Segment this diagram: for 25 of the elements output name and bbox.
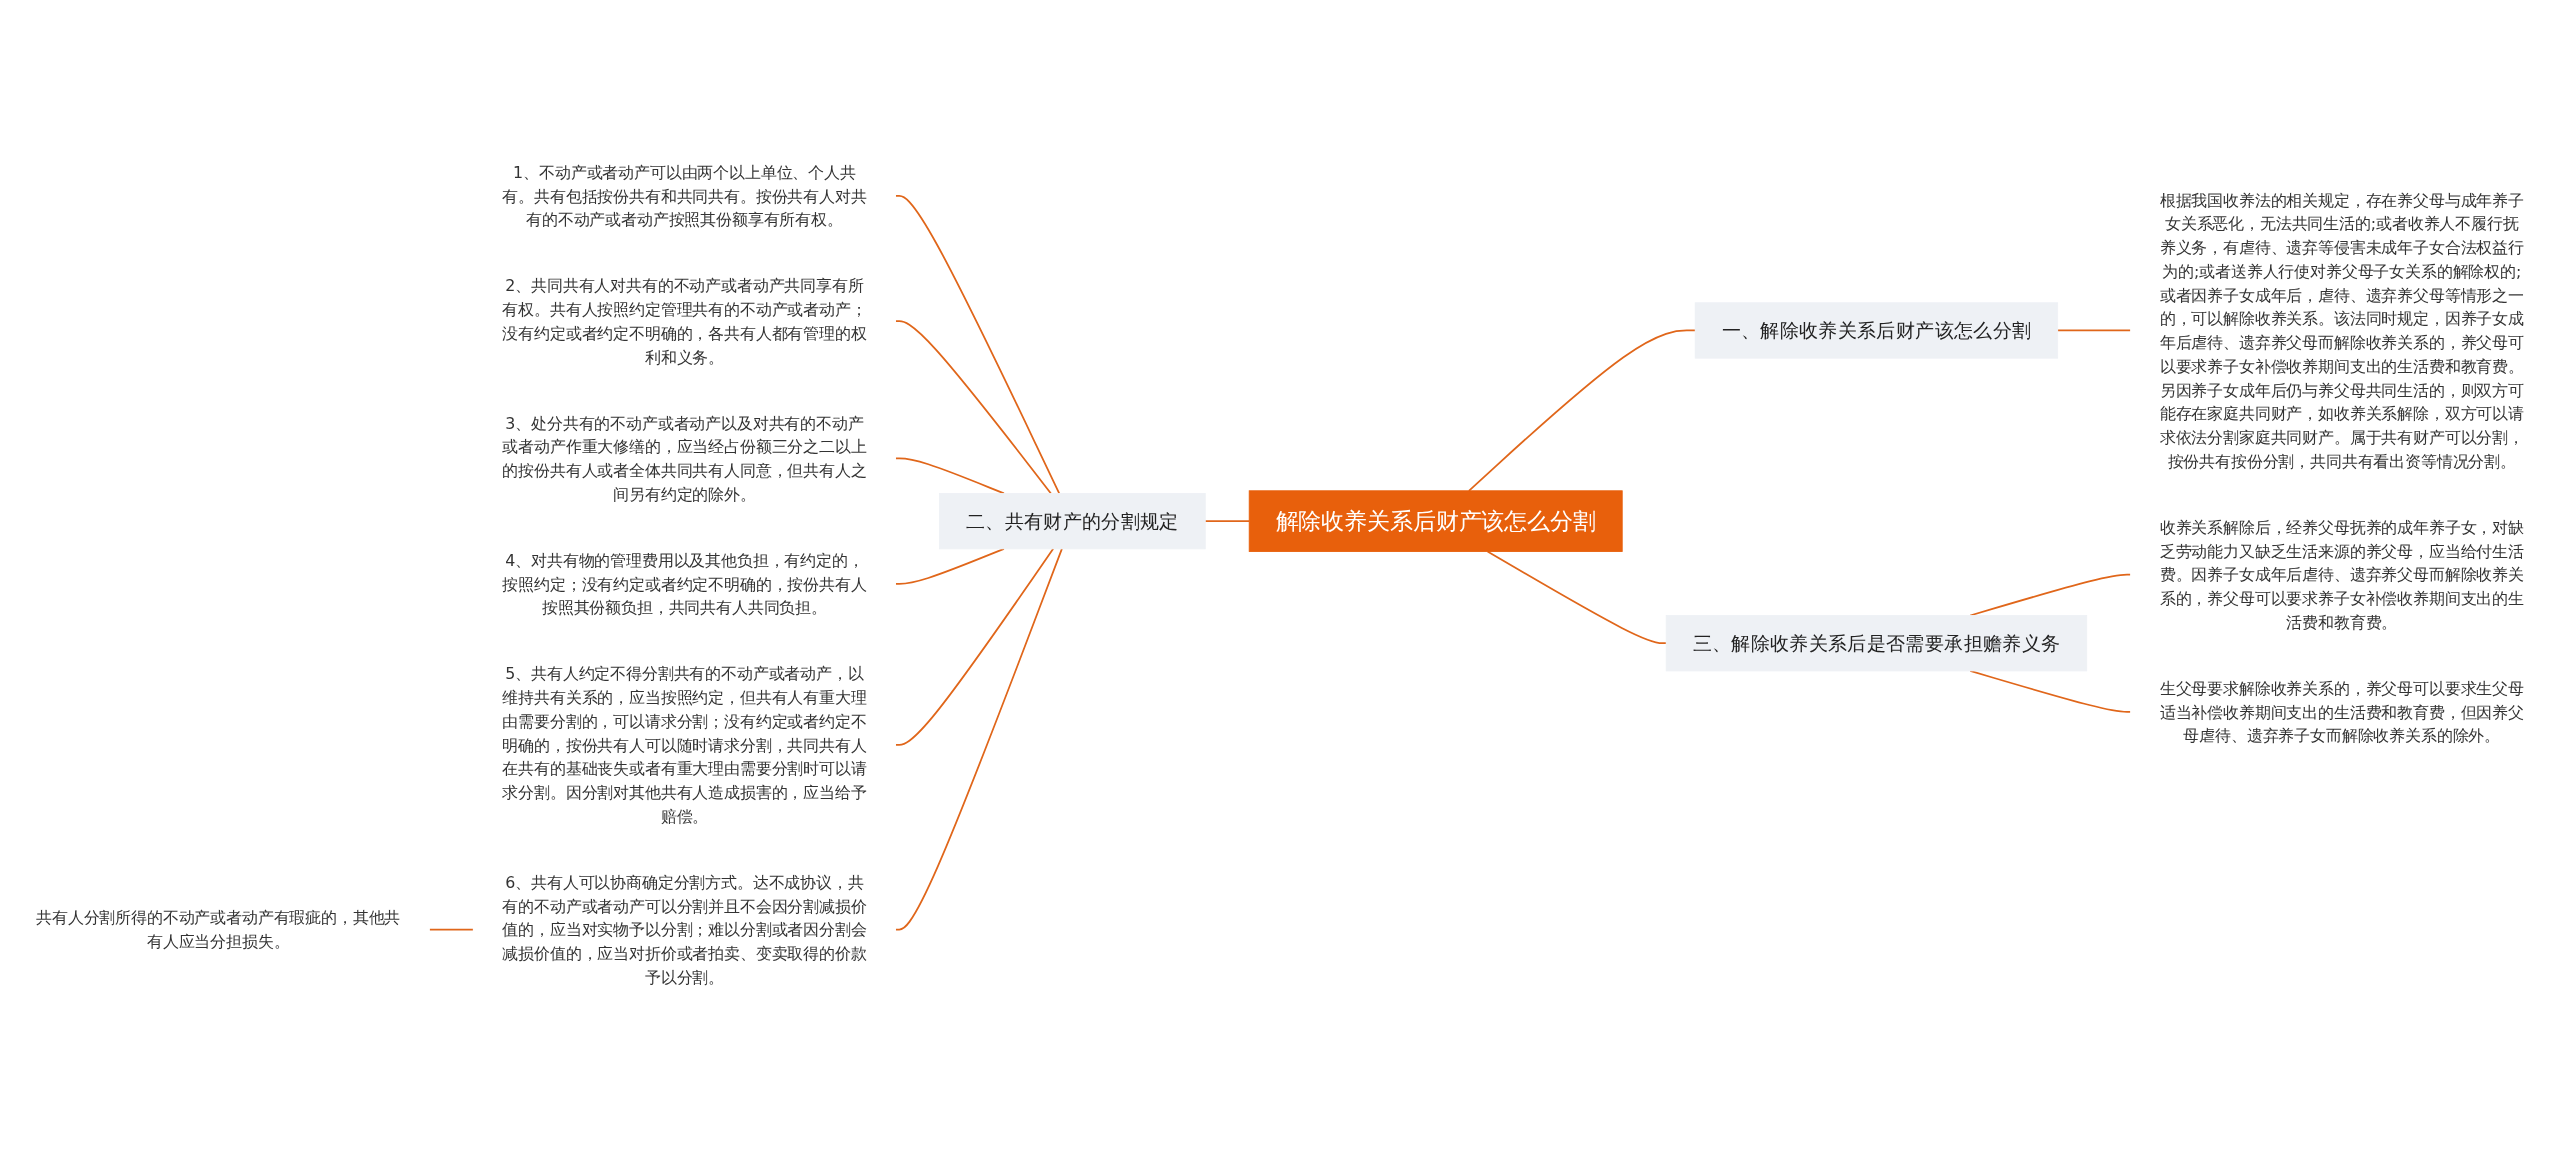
connector (428, 929, 475, 931)
node-text: 生父母要求解除收养关系的，养父母可以要求生父母适当补偿收养期间支出的生活费和教育费，但因养父母虐待、遗弃养子女而解除收养关系的除外。 (2159, 679, 2524, 746)
connector (2056, 330, 2132, 332)
connector (894, 320, 1052, 495)
node-text: 2、共同共有人对共有的不动产或者动产共同享有所有权。共有人按照约定管理共有的不动产或者动产；没有约定或者约定不明确的，各共有人都有管理的权利和义务。 (502, 276, 867, 367)
connector (1486, 551, 1668, 645)
node-text: 1、不动产或者动产可以由两个以上单位、个人共有。共有包括按份共有和共同共有。按份共有人对共有的不动产或者动产按照其份额享有所有权。 (502, 163, 867, 230)
node-text: 3、处分共有的不动产或者动产以及对共有的不动产或者动产作重大修缮的，应当经占份额三分之二以上的按份共有人或者全体共同共有人同意，但共有人之间另有约定的除外。 (502, 414, 867, 504)
node-text: 根据我国收养法的相关规定，存在养父母与成年养子女关系恶化，无法共同生活的;或者收养人不履行抚养义务，有虐待、遗弃等侵害未成年子女合法权益行为的;或者送养人行使对养父母子女关系的解除权的;或者因养子女成年后，虐待、遗弃养父母等情形之一的，可以解除收养关系。该法同时规定，因养子女成年后虐待、遗弃养父母而解除收养关系的，养父母可以要求养子女补偿收养期间支出的生活费和教育费。另因养子女成年后仍与养父母共同生活的，则双方可能存在家庭共同财产，如收养关系解除，双方可以请求依法分割家庭共同财产。属于共有财产可以分割，按份共有按份分割，共同共有看出资等情况分割。 (2159, 191, 2524, 471)
node-box: 三、解除收养关系后是否需要承担赡养义务 (1665, 615, 2088, 672)
node-text: 4、对共有物的管理费用以及其他负担，有约定的，按照约定；没有约定或者约定不明确的，按份共有人按照其份额负担，共同共有人共同负担。 (502, 551, 867, 618)
node-box: 一、解除收养关系后财产该怎么分割 (1694, 302, 2059, 360)
connector (894, 548, 1055, 747)
connector (894, 195, 1061, 495)
node-text: 收养关系解除后，经养父母抚养的成年养子女，对缺乏劳动能力又缺乏生活来源的养父母，应当给付生活费。因养子女成年后虐待、遗弃养父母而解除收养关系的，养父母可以要求养子女补偿收养期间支出的生活费和教育费。 (2159, 518, 2524, 632)
connector (1468, 330, 1697, 493)
connector (1969, 574, 2132, 617)
node-text: 共有人分割所得的不动产或者动产有瑕疵的，其他共有人应当分担损失。 (36, 908, 401, 952)
connector (894, 548, 1063, 931)
node-text: 5、共有人约定不得分割共有的不动产或者动产，以维持共有关系的，应当按照约定，但共有人有重大理由需要分割的，可以请求分割；没有约定或者约定不明确的，按份共有人可以随时请求分割，共同共有人在共有的基础丧失或者有重大理由需要分割时可以请求分割。因分割对其他共有人造成损害的，应当给予赔偿。 (502, 664, 867, 826)
node-box: 二、共有财产的分割规定 (939, 493, 1206, 550)
connector (1204, 520, 1251, 523)
connector (894, 458, 1005, 495)
node-text: 6、共有人可以协商确定分割方式。达不成协议，共有的不动产或者动产可以分割并且不会因分割减损价值的，应当对实物予以分割；难以分割或者因分割会减损价值的，应当对折价或者拍卖、变卖取得的价款予以分割。 (502, 873, 867, 987)
node-box: 解除收养关系后财产该怎么分割 (1248, 490, 1623, 553)
